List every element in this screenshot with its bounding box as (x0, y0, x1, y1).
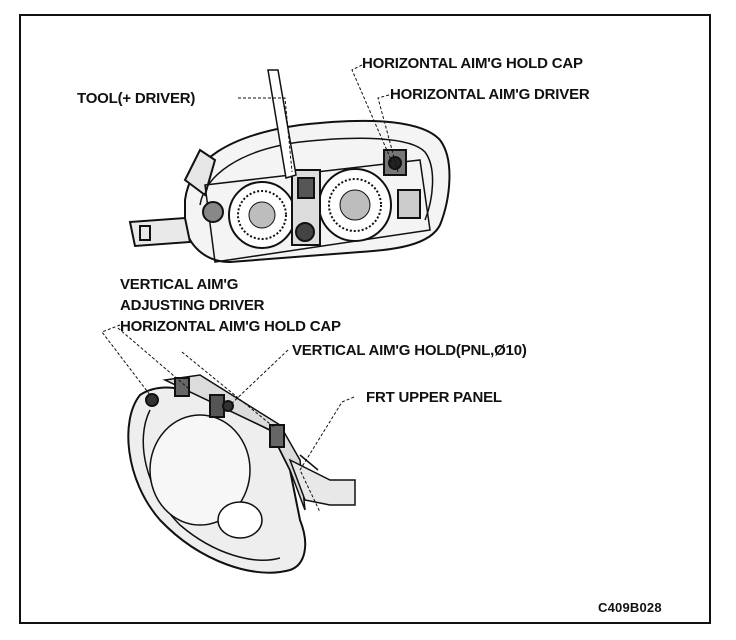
leader-horizontal-driver (377, 94, 399, 173)
diagram-frame (19, 14, 711, 624)
figure-code: C409B028 (598, 600, 662, 615)
leader-frt-upper-panel (299, 396, 355, 513)
headlamp-rear-view (128, 69, 451, 264)
leader-lines (101, 64, 399, 513)
label-horizontal-hold-cap-top: HORIZONTAL AIM'G HOLD CAP (362, 55, 583, 72)
leader-horizontal-hold-cap-bottom (117, 327, 189, 389)
label-horizontal-driver: HORIZONTAL AIM'G DRIVER (390, 86, 590, 103)
label-vertical-adjusting-driver-line2: ADJUSTING DRIVER (120, 297, 265, 314)
label-frt-upper-panel: FRT UPPER PANEL (366, 389, 502, 406)
leader-tool (238, 97, 293, 173)
label-vertical-hold: VERTICAL AIM'G HOLD(PNL,Ø10) (292, 342, 527, 359)
label-vertical-adjusting-driver-line1: VERTICAL AIM'G (120, 276, 239, 293)
leader-horizontal-hold-cap-top (351, 64, 393, 163)
headlamp-side-view (127, 374, 356, 574)
leader-vertical-adjusting-driver (101, 324, 151, 396)
label-tool: TOOL(+ DRIVER) (77, 90, 196, 107)
leader-vertical-hold (229, 349, 289, 406)
label-horizontal-hold-cap-bottom: HORIZONTAL AIM'G HOLD CAP (120, 318, 341, 335)
